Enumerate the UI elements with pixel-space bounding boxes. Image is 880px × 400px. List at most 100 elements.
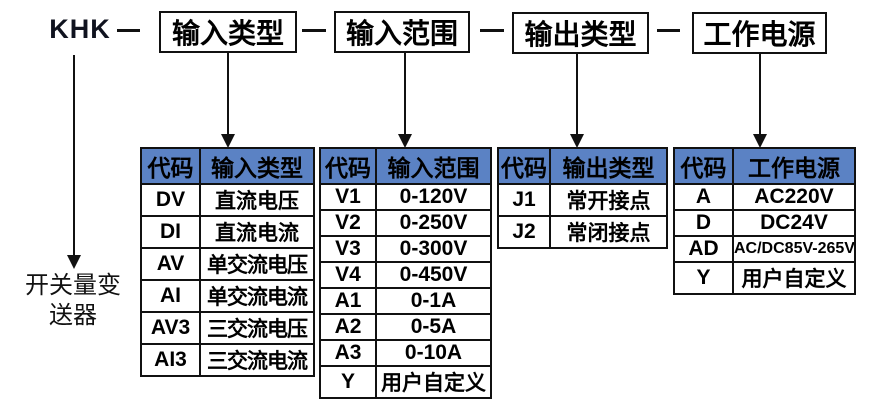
separator-dash — [302, 29, 326, 32]
code-cell: Y — [673, 261, 734, 295]
code-cell: AV3 — [140, 311, 201, 345]
value-column-header: 工作电源 — [732, 147, 856, 185]
value-cell: 直流电压 — [199, 183, 315, 217]
down-arrow-icon — [570, 134, 584, 148]
value-cell: 0-10A — [375, 339, 492, 367]
code-cell: A2 — [319, 313, 377, 341]
down-arrow-icon — [221, 134, 235, 148]
product-model-label: KHK — [49, 14, 111, 44]
down-arrow-icon — [753, 134, 767, 148]
product-description-line2: 送器 — [49, 302, 97, 329]
value-cell: 单交流电流 — [199, 279, 315, 313]
code-cell: V1 — [319, 183, 377, 211]
segment-label: 输入类型 — [171, 18, 284, 49]
segment-label: 输出类型 — [524, 19, 637, 50]
code-cell: J1 — [497, 183, 551, 217]
code-cell: A3 — [319, 339, 377, 367]
value-cell: 三交流电流 — [199, 343, 315, 377]
value-cell: 0-1A — [375, 287, 492, 315]
separator-dash — [480, 29, 504, 32]
table-header-row: 代码 输出类型 — [497, 147, 668, 185]
connector-line-input-type — [227, 53, 229, 136]
code-column-header: 代码 — [497, 147, 551, 185]
value-cell: 常闭接点 — [549, 215, 668, 249]
connector-line-model — [73, 55, 75, 256]
code-cell: V2 — [319, 209, 377, 237]
value-cell: AC/DC85V-265V — [732, 235, 856, 263]
value-cell: 用户自定义 — [732, 261, 856, 295]
code-column-header: 代码 — [319, 147, 377, 185]
value-cell: 0-5A — [375, 313, 492, 341]
value-cell: 用户自定义 — [375, 365, 492, 399]
code-cell: AD — [673, 235, 734, 263]
code-cell: AV — [140, 247, 201, 281]
code-column-header: 代码 — [140, 147, 201, 185]
value-column-header: 输出类型 — [549, 147, 668, 185]
connector-line-output-type — [576, 54, 578, 136]
code-column-header: 代码 — [673, 147, 734, 185]
segment-box-input-type: 输入类型 — [159, 11, 297, 53]
code-cell: DI — [140, 215, 201, 249]
product-description-line1: 开关量变 — [25, 272, 121, 299]
code-cell: A — [673, 183, 734, 211]
segment-box-output-type: 输出类型 — [512, 12, 649, 54]
value-cell: 0-250V — [375, 209, 492, 237]
product-description: 开关量变 送器 — [14, 271, 132, 331]
code-cell: Y — [319, 365, 377, 399]
value-cell: DC24V — [732, 209, 856, 237]
table-header-row: 代码 输入范围 — [319, 147, 492, 185]
segment-label: 输入范围 — [345, 18, 458, 49]
value-cell: 常开接点 — [549, 183, 668, 217]
value-column-header: 输入类型 — [199, 147, 315, 185]
table-header-row: 代码 工作电源 — [673, 147, 856, 185]
code-cell: V4 — [319, 261, 377, 289]
value-column-header: 输入范围 — [375, 147, 492, 185]
code-cell: A1 — [319, 287, 377, 315]
code-cell: DV — [140, 183, 201, 217]
down-arrow-icon — [67, 255, 81, 269]
code-cell: D — [673, 209, 734, 237]
value-cell: 0-300V — [375, 235, 492, 263]
value-cell: AC220V — [732, 183, 856, 211]
separator-dash — [117, 29, 140, 32]
table-header-row: 代码 输入类型 — [140, 147, 315, 185]
segment-box-input-range: 输入范围 — [334, 11, 470, 53]
code-cell: AI3 — [140, 343, 201, 377]
down-arrow-icon — [398, 134, 412, 148]
code-cell: V3 — [319, 235, 377, 263]
segment-box-working-power: 工作电源 — [692, 12, 827, 54]
connector-line-input-range — [404, 53, 406, 136]
value-cell: 0-450V — [375, 261, 492, 289]
connector-line-working-power — [759, 54, 761, 136]
separator-dash — [657, 29, 680, 32]
value-cell: 0-120V — [375, 183, 492, 211]
segment-label: 工作电源 — [703, 19, 816, 50]
value-cell: 单交流电压 — [199, 247, 315, 281]
value-cell: 三交流电压 — [199, 311, 315, 345]
